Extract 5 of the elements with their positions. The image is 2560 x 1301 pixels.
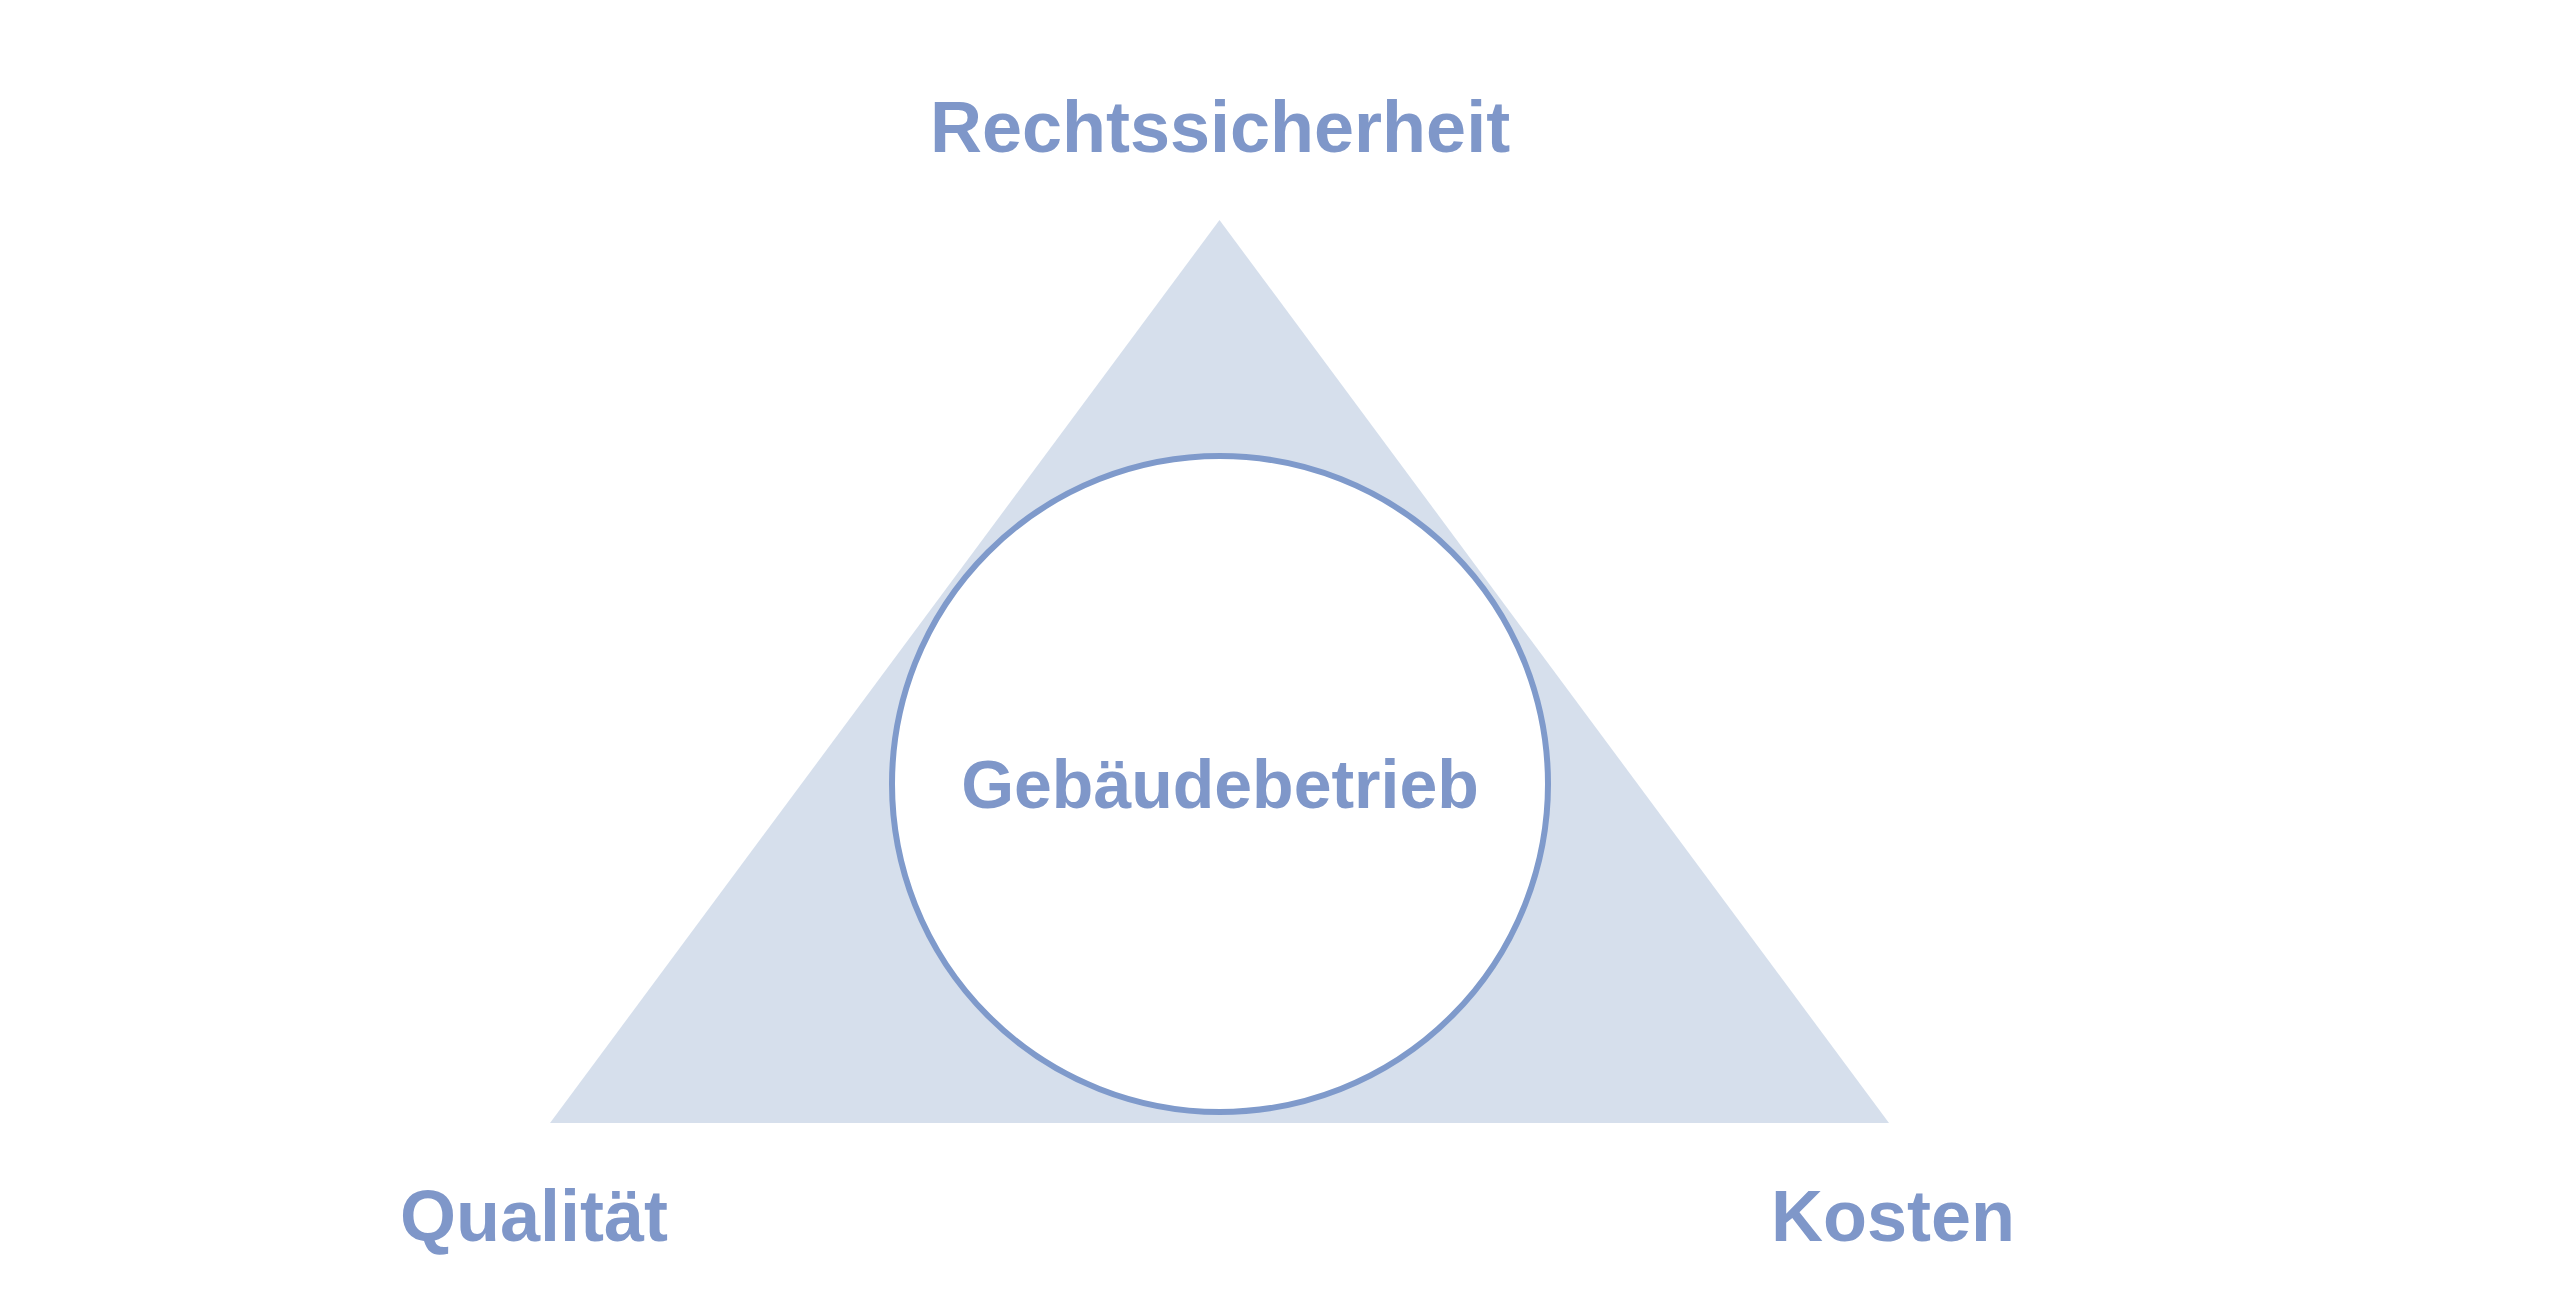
triangle-shape bbox=[550, 220, 1889, 1123]
corner-label: Rechtssicherheit bbox=[929, 86, 1511, 169]
node-label: Gebäudebetrieb bbox=[961, 745, 1479, 824]
corner-label: Qualität bbox=[400, 1175, 668, 1258]
corner-label: Kosten bbox=[1771, 1175, 2015, 1258]
